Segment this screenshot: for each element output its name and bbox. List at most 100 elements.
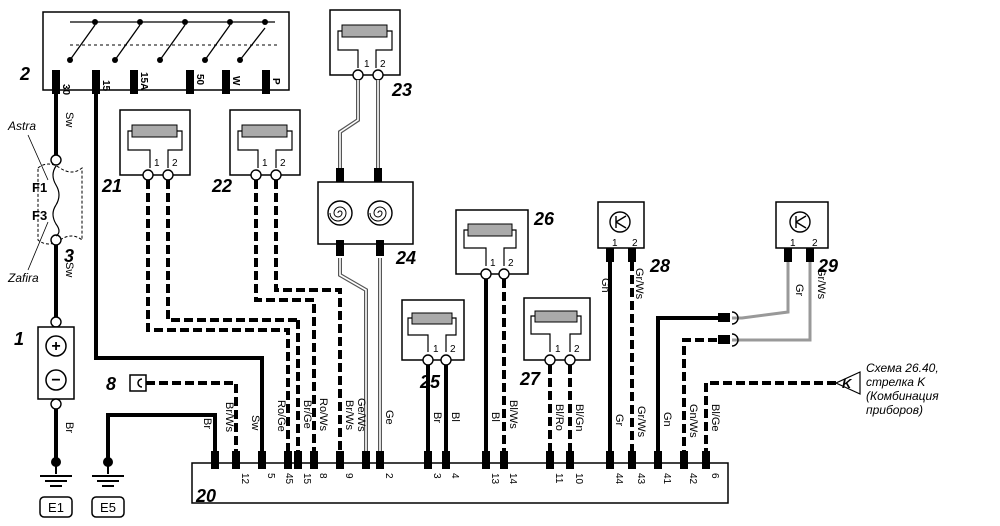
fuse-box: F1 F3 Astra Zafira [7, 119, 83, 285]
heater-25-pin-2: 2 [450, 344, 456, 355]
sensor-28-pin-2: 2 [632, 238, 638, 249]
unit-pin-5: 5 [265, 473, 276, 479]
wire-label-ge: Ge [383, 410, 395, 425]
heater-25-pin-1: 1 [433, 344, 439, 355]
ground-e1-icon: E1 [39, 457, 73, 518]
heater-27-pin-1: 1 [555, 344, 561, 355]
reference-line-2: стрелка K [866, 375, 926, 389]
ignition-switch: 30 15 15A 50 W P [42, 11, 290, 96]
unit-pin-8: 8 [317, 473, 328, 479]
pin-w-label: W [230, 76, 241, 86]
heater-26-pin-2: 2 [508, 258, 514, 269]
wire-label-gn-ws: Gn/Ws [687, 404, 699, 438]
ground-e5-label: E5 [100, 500, 116, 515]
variant-astra-label: Astra [7, 119, 36, 133]
wire-label-ro-ge: Ro/Ge [275, 400, 287, 432]
control-unit: 12 5 45 15 8 9 2 3 4 13 14 11 10 44 43 4… [191, 451, 729, 504]
sensor-29-number: 29 [817, 256, 838, 276]
unit-pin-6: 6 [709, 473, 720, 479]
pin-15-label: 15 [100, 80, 111, 92]
unit-pin-45: 45 [283, 473, 294, 485]
heater-23: 1 2 [329, 9, 401, 81]
reference-line-1: Схема 26.40, [866, 361, 939, 375]
heater-21: 1 2 [119, 109, 191, 181]
unit-pin-4: 4 [449, 473, 460, 479]
wire-label-bl-ro: Bl/Ro [553, 404, 565, 431]
heater-23-pin-1: 1 [364, 59, 370, 70]
ground-e1-label: E1 [48, 500, 64, 515]
wire-label-br25: Br [431, 412, 443, 423]
heater-22: 1 2 [229, 109, 301, 181]
ignition-switch-number: 2 [19, 64, 30, 84]
unit-pin-3: 3 [431, 473, 442, 479]
battery: + − [37, 316, 75, 410]
heater-21-pin-1: 1 [154, 158, 160, 169]
heater-21-number: 21 [101, 176, 122, 196]
wire-label-bl-ge: Bl/Ge [709, 404, 721, 432]
unit-pin-15: 15 [301, 473, 312, 485]
reference-line-3: (Комбинация [866, 389, 939, 403]
wire-label-gr-ws28: Gr/Ws [635, 406, 647, 438]
wire-label-br-battery: Br [63, 422, 75, 433]
battery-number: 1 [14, 329, 24, 349]
heater-26: 1 2 [455, 209, 529, 280]
wire-label-ge-ws: Ge/Ws [355, 398, 367, 432]
unit-pin-2: 2 [383, 473, 394, 479]
heater-27-pin-2: 2 [574, 344, 580, 355]
unit-pin-42: 42 [687, 473, 698, 485]
wire-label-br-ws2: Br/Ws [343, 400, 355, 430]
control-unit-number: 20 [195, 486, 216, 506]
wire-label-br: Br [201, 418, 213, 429]
fuse-box-number: 3 [64, 246, 74, 266]
wire-label-sw: Sw [249, 415, 261, 430]
wire-label-br-ws: Br/Ws [223, 402, 235, 432]
heater-22-number: 22 [211, 176, 232, 196]
unit-pin-41: 41 [661, 473, 672, 485]
sensor-28: 1 2 [597, 201, 645, 262]
coils-24 [317, 168, 414, 256]
wire-label-s28-gn: Gn [599, 278, 611, 293]
pin-30-label: 30 [60, 84, 71, 96]
unit-pin-12: 12 [239, 473, 250, 485]
wire-label-bl-ws26: Bl/Ws [507, 400, 519, 429]
heater-26-pin-1: 1 [490, 258, 496, 269]
pin-50-label: 50 [194, 74, 205, 86]
unit-pin-43: 43 [635, 473, 646, 485]
sensor-29: 1 2 [775, 201, 829, 262]
heater-26-number: 26 [533, 209, 555, 229]
heater-22-pin-2: 2 [280, 158, 286, 169]
unit-pin-14: 14 [507, 473, 518, 485]
ground-e5-icon: E5 [91, 413, 217, 518]
wire-label-bl25: Bl [449, 412, 461, 422]
unit-pin-11: 11 [553, 473, 564, 484]
pin-15a-label: 15A [138, 72, 149, 90]
reference-line-4: приборов) [866, 403, 923, 417]
unit-pin-9: 9 [343, 473, 354, 479]
wire-label-sw-top: Sw [63, 112, 75, 127]
sensor-29-pin-2: 2 [812, 238, 818, 249]
unit-pin-13: 13 [489, 473, 500, 485]
unit-pin-10: 10 [573, 473, 584, 485]
reference-letter: K [842, 376, 853, 391]
coils-24-number: 24 [395, 248, 416, 268]
heater-27-number: 27 [519, 369, 541, 389]
wire-label-ro-ws: Ro/Ws [317, 398, 329, 432]
heater-21-pin-2: 2 [172, 158, 178, 169]
heater-25-number: 25 [419, 372, 441, 392]
wire-label-gr28: Gr [613, 414, 625, 427]
heater-27: 1 2 [523, 297, 591, 366]
heater-22-pin-1: 1 [262, 158, 268, 169]
variant-zafira-label: Zafira [7, 271, 39, 285]
pin-p-label: P [270, 78, 281, 85]
wire-label-s29-gr: Gr [793, 284, 805, 297]
wire-label-bl26: Bl [489, 412, 501, 422]
heater-23-pin-2: 2 [380, 59, 386, 70]
reference-arrow-k: K [704, 371, 861, 453]
battery-plus-icon: + [51, 338, 60, 355]
unit-pin-44: 44 [613, 473, 624, 485]
fuse-f1-label: F1 [32, 180, 47, 195]
wire-label-sw-bottom: Sw [63, 262, 75, 277]
sensor-28-pin-1: 1 [612, 238, 618, 249]
wire-label-s29-gr-ws: Gr/Ws [815, 268, 827, 300]
